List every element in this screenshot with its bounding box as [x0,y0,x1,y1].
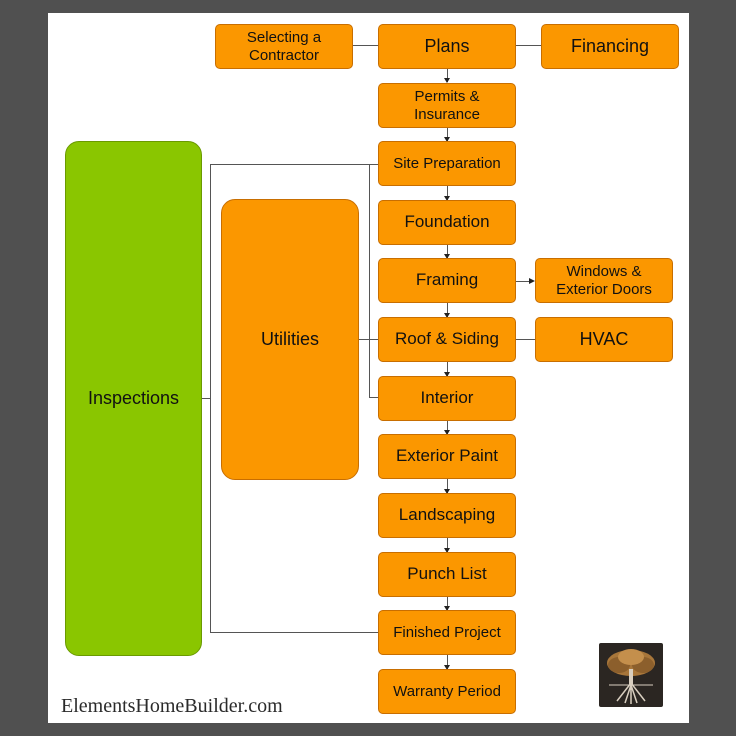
node-foundation: Foundation [378,200,516,245]
node-financing: Financing [541,24,679,69]
node-warranty-period: Warranty Period [378,669,516,714]
node-inspections: Inspections [65,141,202,656]
node-permits: Permits & Insurance [378,83,516,128]
node-selecting-contractor: Selecting a Contractor [215,24,353,69]
node-interior: Interior [378,376,516,421]
node-framing: Framing [378,258,516,303]
website-url: ElementsHomeBuilder.com [61,695,283,717]
node-hvac: HVAC [535,317,673,362]
node-landscaping: Landscaping [378,493,516,538]
node-utilities: Utilities [221,199,359,480]
node-site-preparation: Site Preparation [378,141,516,186]
node-punch-list: Punch List [378,552,516,597]
node-windows-doors: Windows & Exterior Doors [535,258,673,303]
node-plans: Plans [378,24,516,69]
tree-logo-icon [599,643,663,707]
node-finished-project: Finished Project [378,610,516,655]
node-roof-siding: Roof & Siding [378,317,516,362]
node-exterior-paint: Exterior Paint [378,434,516,479]
